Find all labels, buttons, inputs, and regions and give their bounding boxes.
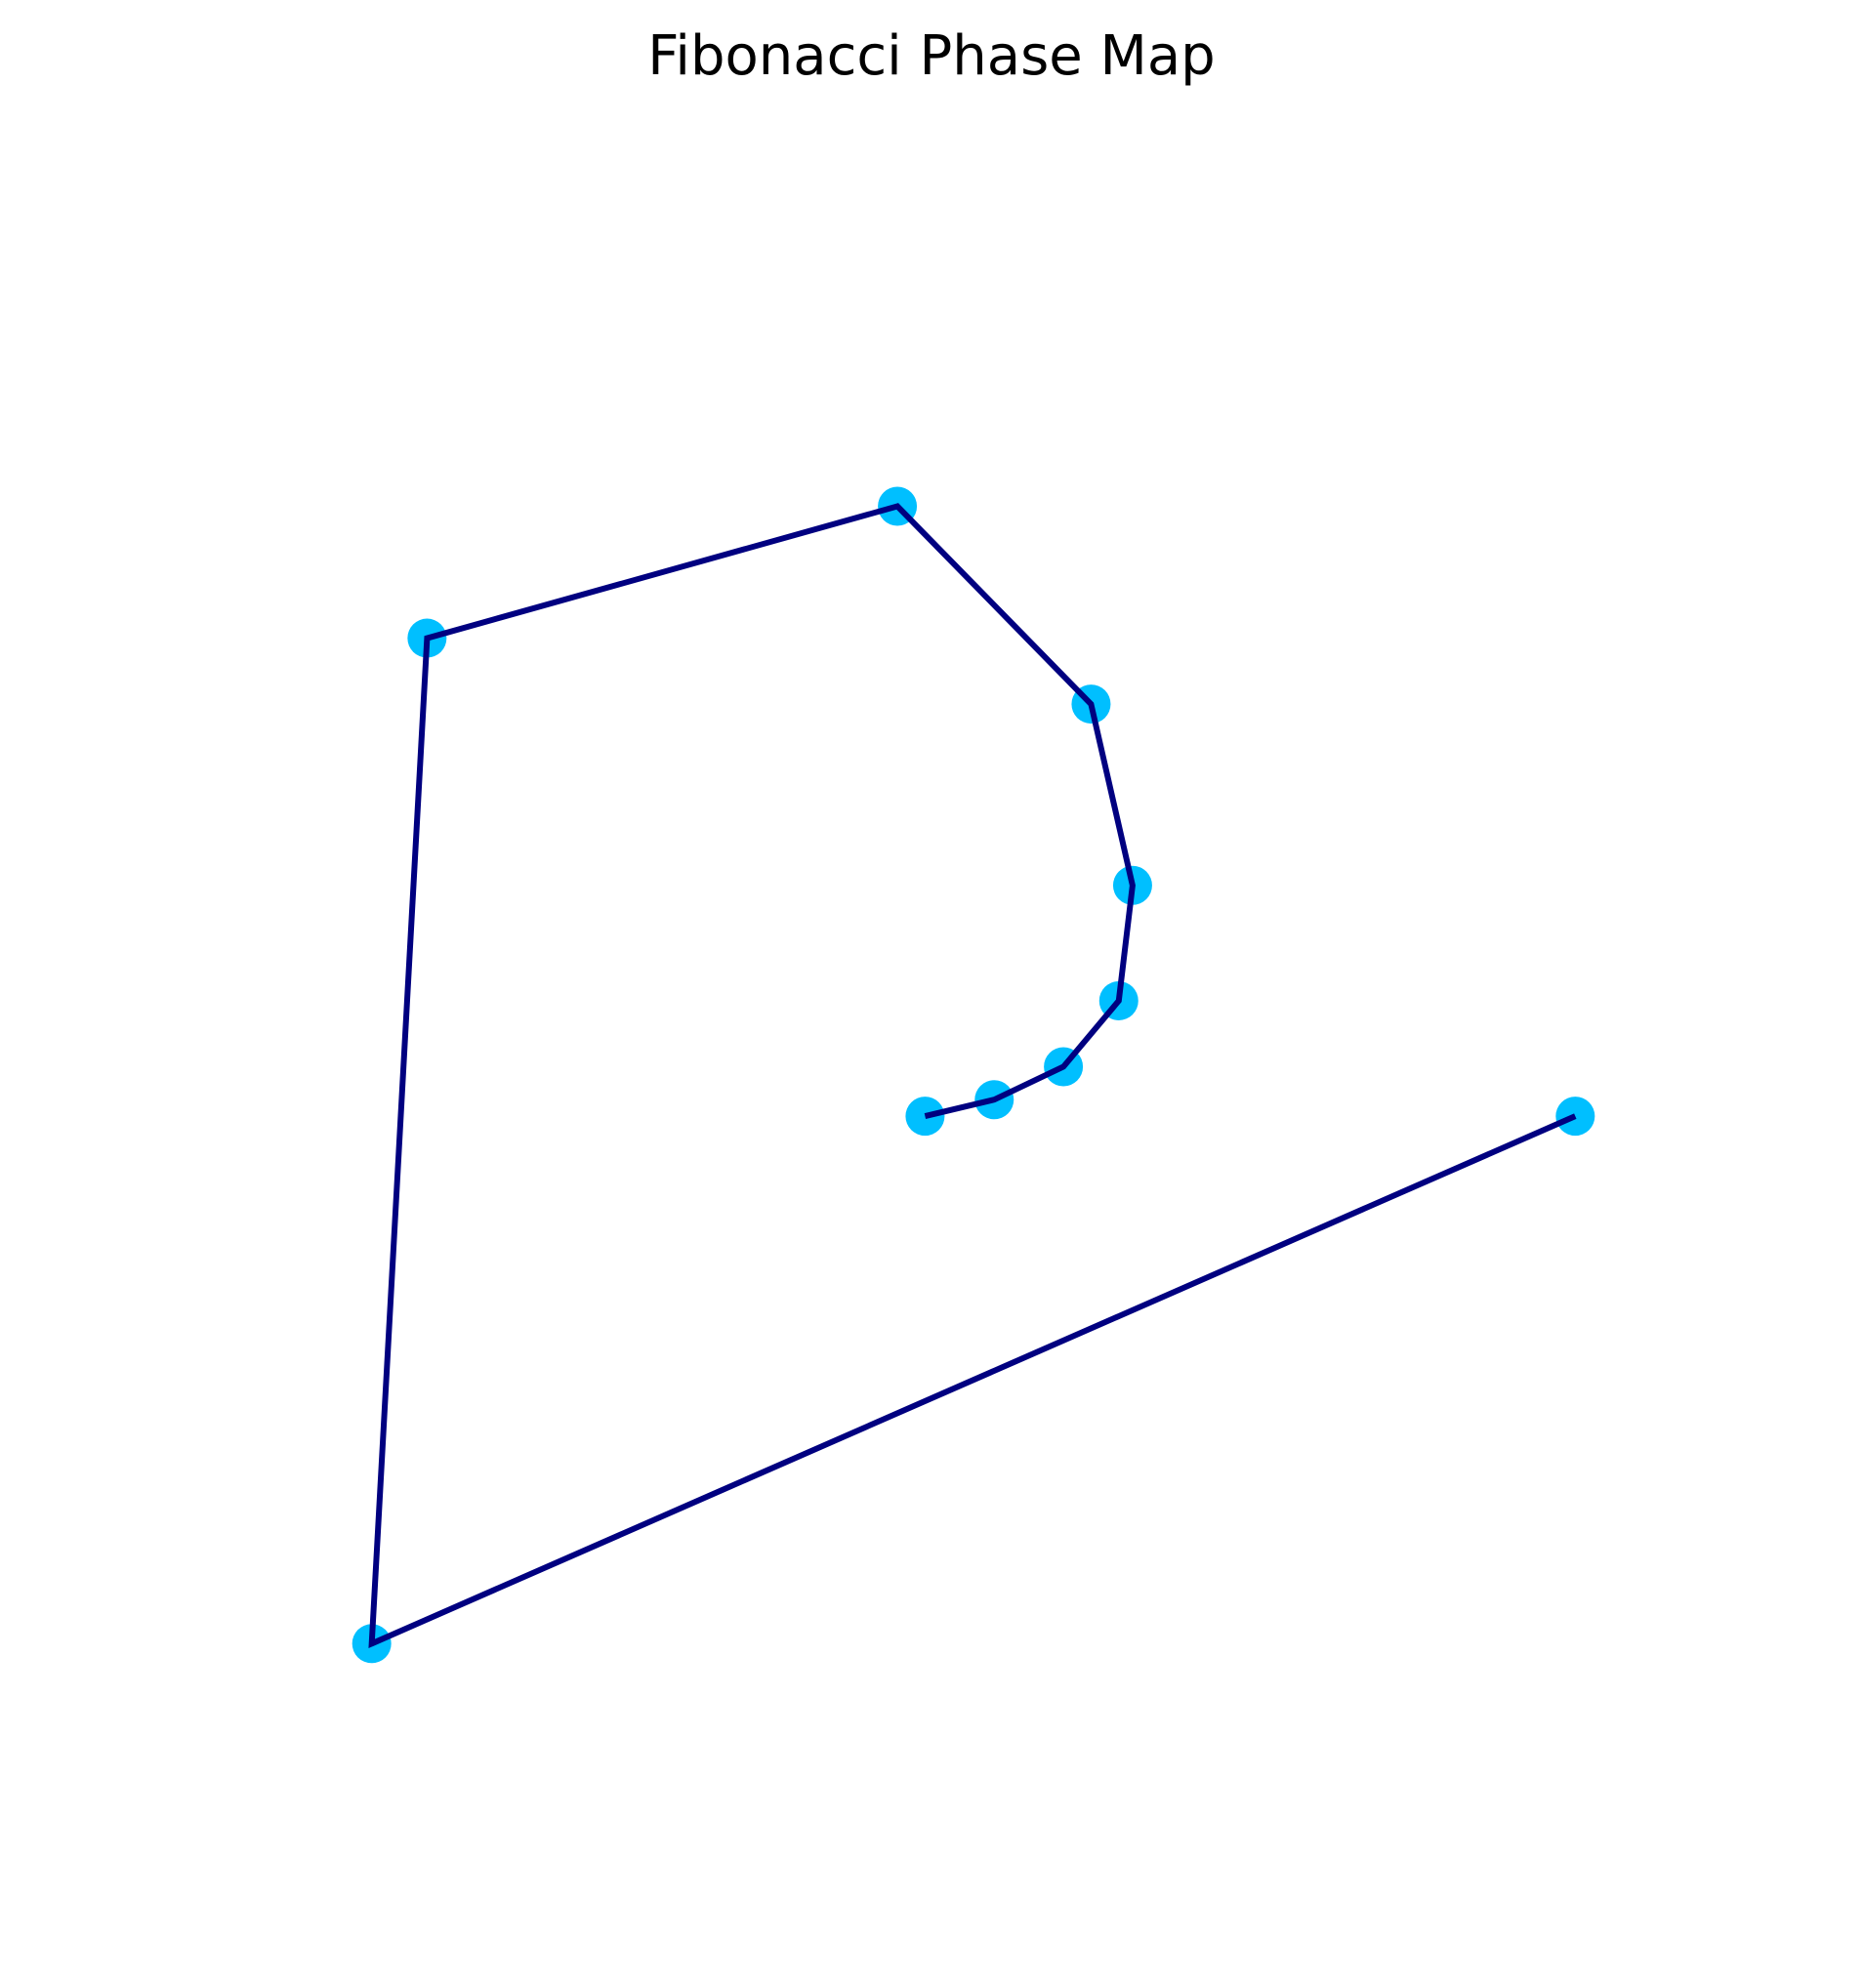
data-point [1555,1097,1595,1137]
line-layer [368,503,1577,1649]
chart-title: Fibonacci Phase Map [647,24,1216,88]
markers-layer [352,486,1595,1664]
series-line [368,503,1577,1649]
